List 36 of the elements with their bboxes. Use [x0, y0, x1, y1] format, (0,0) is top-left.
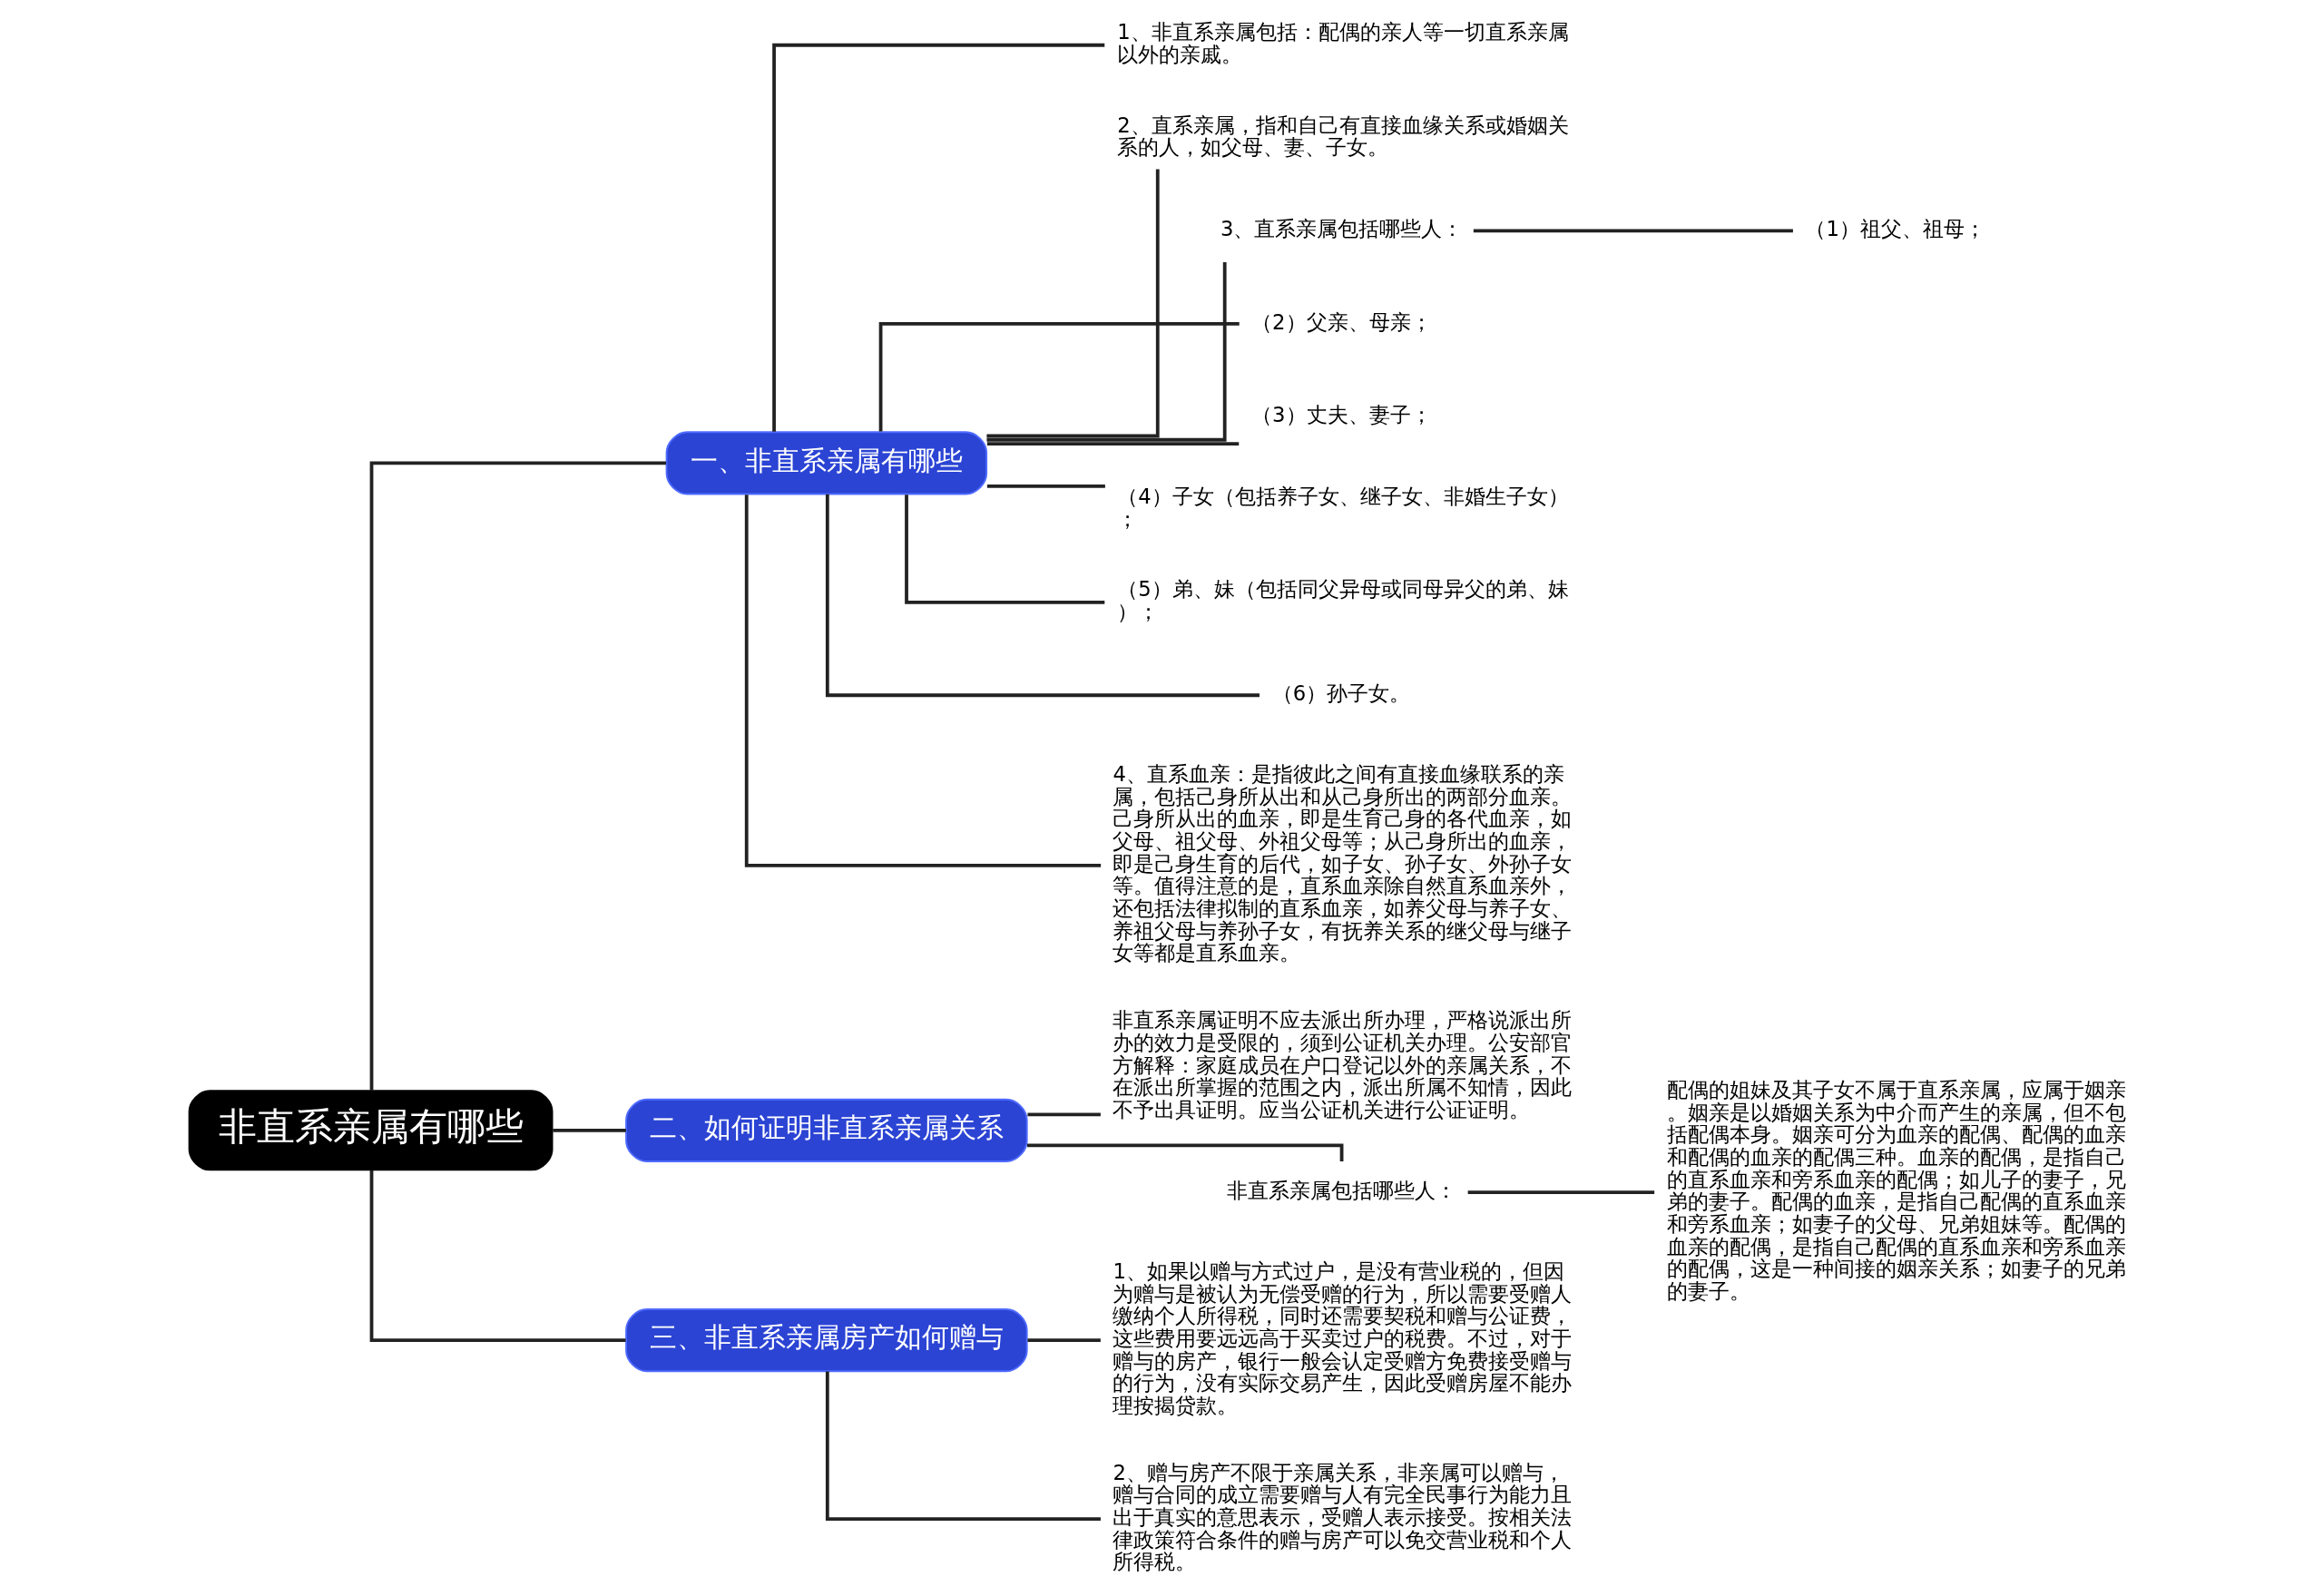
node-text: （5）弟、妹（包括同父异母或同母异父的弟、妹）；	[1116, 577, 1569, 624]
node-text: 4、直系血亲：是指彼此之间有直接血缘联系的亲属，包括己身所从出和从己身所出的两部分血亲。己身所从出的血亲，即是生育己身的各代血亲，如父母、祖父母、外祖父母等；从己身所出的血亲，即是己身生育的后代，如子女、孙子女、外孙子女等。值得注意的是，直系血亲除自然直系血亲外，还包括法律拟制的直系血亲，如养父母与养子女、养祖父母与养孙子女，有抚养关系的继父母与继子女等都是直系血亲。	[1112, 762, 1572, 965]
connector	[986, 485, 1105, 488]
node-box: 非直系亲属有哪些	[188, 1090, 553, 1171]
connector	[904, 494, 1104, 604]
node-box: 一、非直系亲属有哪些	[665, 431, 987, 495]
node-text: 2、赠与房产不限于亲属关系，非亲属可以赠与，赠与合同的成立需要赠与人有完全民事行为能力且出于真实的意思表示，受赠人表示接受。按相关法律政策符合条件的赠与房产可以免交营业税和个人所得税。	[1112, 1460, 1572, 1574]
node-box: 三、非直系亲属房产如何赠与	[624, 1308, 1028, 1373]
node-text: 3、直系亲属包括哪些人：	[1220, 217, 1463, 241]
node-text: 1、如果以赠与方式过户，是没有营业税的，但因为赠与是被认为无偿受赠的行为，所以需要受赠人缴纳个人所得税，同时还需要契税和赠与公证费，这些费用要远远高于买卖过户的税费。不过，对于赠与的房产，银行一般会认定受赠方免费接受赠与的行为，没有实际交易产生，因此受赠房屋不能办理按揭贷款。	[1112, 1259, 1572, 1417]
node-text: （1）祖父、祖母；	[1804, 217, 1985, 241]
node-text: （2）父亲、母亲；	[1250, 309, 1432, 334]
connector	[771, 43, 1104, 432]
connector	[1026, 1338, 1101, 1342]
connector	[1473, 229, 1793, 233]
node-text: （4）子女（包括养子女、继子女、非婚生子女）；	[1116, 485, 1569, 531]
connector	[744, 494, 1101, 867]
connector	[369, 461, 666, 1091]
connector	[985, 261, 1227, 442]
node-text: （3）丈夫、妻子；	[1250, 403, 1432, 427]
node-text: 非直系亲属证明不应去派出所办理，严格说派出所办的效力是受限的，须到公证机关办理。公安部官方解释：家庭成员在户口登记以外的亲属关系，不在派出所掌握的范围之内，派出所属不知情，因此不予出具证明。应当公证机关进行公证证明。	[1112, 1008, 1572, 1121]
connector	[985, 169, 1160, 438]
node-box: 二、如何证明非直系亲属关系	[624, 1098, 1028, 1162]
connector	[825, 494, 1260, 698]
node-text: （6）孙子女。	[1271, 681, 1410, 706]
node-text: 1、非直系亲属包括：配偶的亲人等一切直系亲属以外的亲戚。	[1116, 20, 1569, 66]
node-text: 2、直系亲属，指和自己有直接血缘关系或婚姻关系的人，如父母、妻、子女。	[1116, 113, 1569, 160]
connector	[1467, 1190, 1654, 1194]
connector	[1026, 1112, 1101, 1117]
connector	[986, 442, 1239, 446]
connector	[552, 1128, 626, 1132]
connector	[878, 321, 1240, 432]
connector	[369, 1170, 625, 1342]
node-text: 非直系亲属包括哪些人：	[1226, 1178, 1456, 1202]
connector	[825, 1371, 1101, 1522]
node-text: 配偶的姐妹及其子女不属于直系亲属，应属于姻亲。姻亲是以婚姻关系为中介而产生的亲属，但不包括配偶本身。姻亲可分为血亲的配偶、配偶的血亲和配偶的血亲的配偶三种。血亲的配偶，是指自己的直系血亲和旁系血亲的配偶；如儿子的妻子，兄弟的妻子。配偶的血亲，是指自己配偶的直系血亲和旁系血亲；如妻子的父母、兄弟姐妹等。配偶的血亲的配偶，是指自己配偶的直系血亲和旁系血亲的配偶，这是一种间接的姻亲关系；如妻子的兄弟的妻子。	[1666, 1078, 2126, 1303]
